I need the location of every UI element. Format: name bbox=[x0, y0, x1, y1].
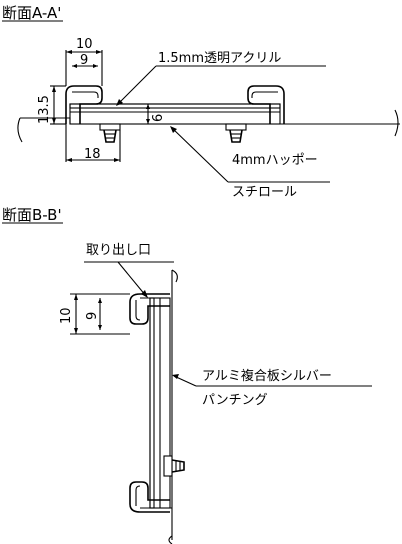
dim-b9-label: 9 bbox=[85, 312, 100, 320]
frame-body bbox=[69, 103, 281, 125]
acrylic-sheet bbox=[69, 103, 281, 109]
right-rail bbox=[247, 85, 285, 124]
top-rail-inner bbox=[135, 300, 141, 321]
acrylic-label: 1.5mm透明アクリル bbox=[158, 51, 281, 66]
wall-break-bottom bbox=[168, 535, 173, 544]
screw-panel bbox=[163, 455, 185, 477]
wall-top-line bbox=[20, 117, 400, 125]
dim-b10-label: 10 bbox=[59, 307, 74, 324]
section-b-title: 断面B-B' bbox=[2, 206, 62, 224]
foam-label-line-2: スチロール bbox=[232, 185, 297, 200]
outlet-label: 取り出し口 bbox=[86, 243, 151, 258]
acrylic-leader bbox=[117, 65, 157, 105]
dim-18-label: 18 bbox=[84, 147, 101, 162]
foam-leader bbox=[171, 127, 229, 183]
dim-6-label: 6 bbox=[151, 114, 166, 122]
screw-left bbox=[99, 123, 121, 143]
section-b-b: 断面B-B' 取り出し口 bbox=[2, 206, 372, 544]
dim-13-5-label: 13.5 bbox=[37, 95, 52, 124]
dim-10-label: 10 bbox=[76, 37, 93, 52]
bottom-rail bbox=[129, 481, 170, 513]
dim-9-label: 9 bbox=[80, 53, 88, 68]
section-a-title: 断面A-A' bbox=[2, 4, 61, 22]
outlet-leader bbox=[117, 261, 147, 297]
left-rail bbox=[65, 85, 103, 124]
top-rail bbox=[129, 293, 170, 325]
screw-right bbox=[225, 123, 247, 143]
panel-label-line-2: パンチング bbox=[202, 393, 268, 408]
panel-leader bbox=[173, 375, 197, 387]
wall-break-right bbox=[394, 109, 399, 137]
foam-label-line-1: 4mmハッポー bbox=[232, 153, 318, 168]
wall-break-left bbox=[17, 117, 23, 143]
left-rail-inner bbox=[72, 91, 99, 98]
wall-break-top bbox=[171, 269, 178, 283]
panel-acrylic bbox=[149, 297, 155, 509]
panel-label-line-1: アルミ複合板シルバー bbox=[202, 368, 332, 384]
section-a-a: 断面A-A' bbox=[2, 4, 400, 200]
right-rail-inner bbox=[251, 91, 278, 98]
bottom-rail-inner bbox=[135, 485, 141, 506]
